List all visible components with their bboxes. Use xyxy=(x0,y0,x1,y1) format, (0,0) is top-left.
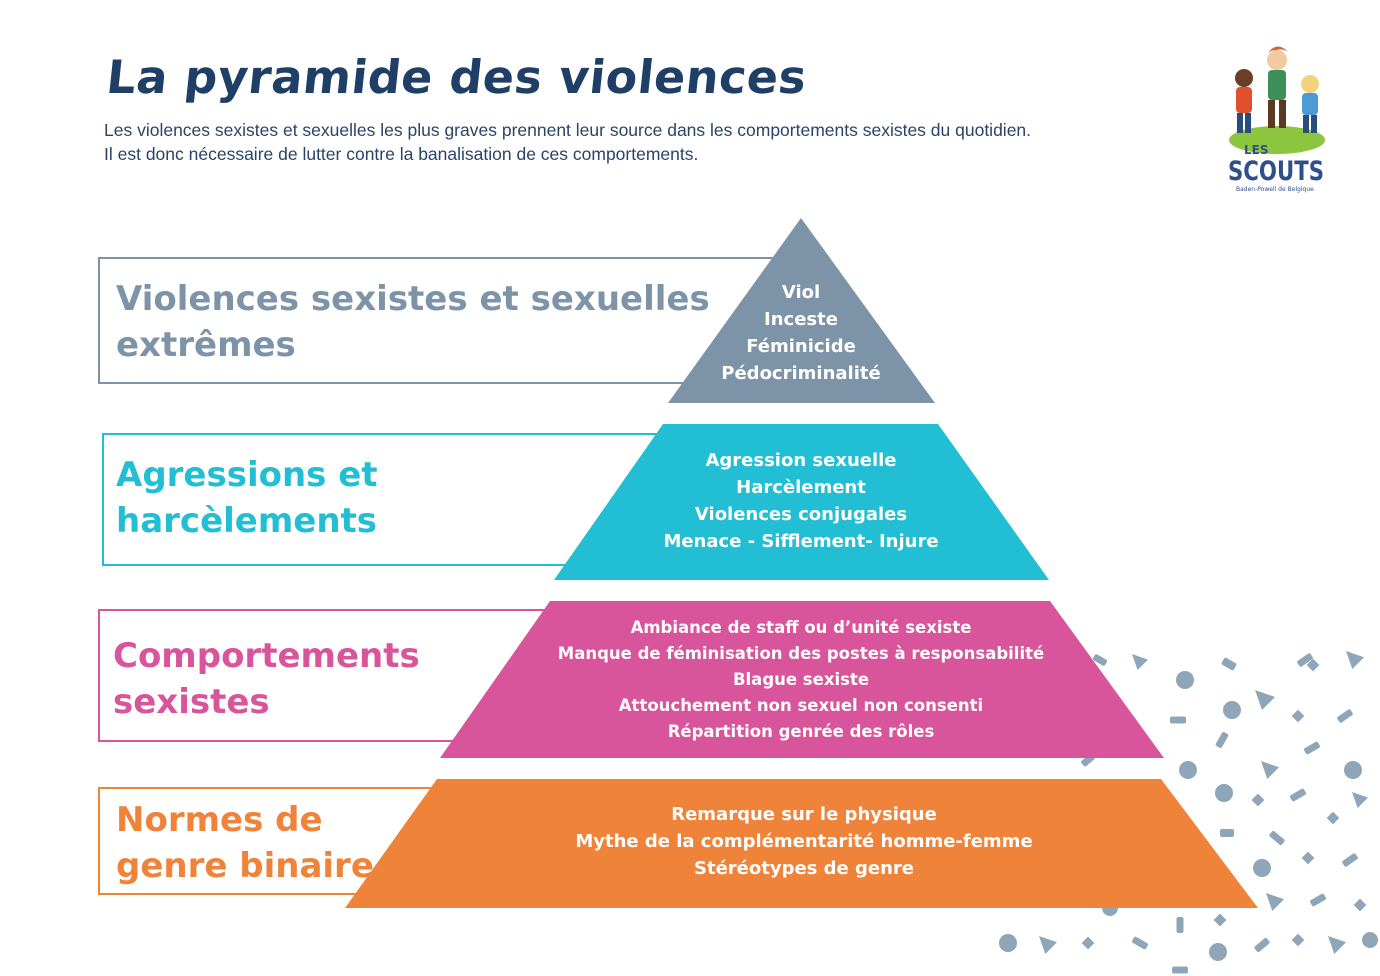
confetti-piece xyxy=(1352,792,1368,808)
pyramid-tier-comportements xyxy=(440,601,1164,758)
scouts-logo: LES SCOUTS Baden-Powell de Belgique xyxy=(1228,46,1325,193)
tier-items-agressions: Agression sexuelle Harcèlement Violences… xyxy=(611,447,991,555)
page-subtitle: Les violences sexistes et sexuelles les … xyxy=(104,118,1104,166)
tier-item: Harcèlement xyxy=(736,477,866,498)
tier-item: Manque de féminisation des postes à resp… xyxy=(557,644,1045,663)
tier-item: Ambiance de staff ou d’unité sexiste xyxy=(630,618,972,637)
confetti-piece xyxy=(1362,932,1378,948)
pyramid-tier-normes xyxy=(345,779,1258,908)
confetti-piece xyxy=(1215,732,1229,748)
pyramid-tier-agressions xyxy=(554,424,1049,580)
level-label-line: Agressions et xyxy=(116,455,378,495)
confetti-piece xyxy=(1269,830,1285,846)
confetti-piece xyxy=(1221,657,1237,671)
confetti-piece xyxy=(1253,859,1271,877)
confetti-piece xyxy=(1255,690,1275,710)
tier-item: Violences conjugales xyxy=(694,504,908,525)
tier-item: Blague sexiste xyxy=(732,670,870,689)
tier-item: Menace - Sifflement- Injure xyxy=(663,531,939,552)
confetti-piece xyxy=(1170,716,1186,724)
confetti-piece xyxy=(1337,709,1353,723)
confetti-piece xyxy=(1092,654,1108,666)
level-label-line: extrêmes xyxy=(116,325,296,365)
level-frame-extreme xyxy=(98,257,798,384)
tier-item: Répartition genrée des rôles xyxy=(667,722,935,741)
level-label-line: sexistes xyxy=(113,682,270,722)
confetti-piece xyxy=(1344,761,1362,779)
tier-items-extreme: Viol Inceste Féminicide Pédocriminalité xyxy=(691,279,911,387)
confetti-piece xyxy=(1209,943,1227,961)
confetti-piece xyxy=(1290,788,1306,802)
logo-scouts: SCOUTS xyxy=(1228,156,1324,187)
level-label-line: harcèlements xyxy=(116,501,378,541)
confetti-piece xyxy=(1342,853,1358,867)
pyramid-tier-extreme xyxy=(668,218,935,403)
level-label-comportements: Comportements sexistes xyxy=(113,633,420,725)
confetti-piece xyxy=(1261,761,1279,779)
confetti-piece xyxy=(1132,936,1148,950)
confetti-piece xyxy=(1172,966,1188,974)
level-label-line: Comportements xyxy=(113,636,420,676)
confetti-piece xyxy=(1176,671,1194,689)
level-label-agressions: Agressions et harcèlements xyxy=(116,452,378,544)
level-label-line: Violences sexistes et sexuelles xyxy=(116,279,710,319)
tier-item: Attouchement non sexuel non consenti xyxy=(618,696,984,715)
tier-items-normes: Remarque sur le physique Mythe de la com… xyxy=(531,801,1077,882)
tier-item: Remarque sur le physique xyxy=(671,804,937,825)
subtitle-line: Les violences sexistes et sexuelles les … xyxy=(104,120,1032,140)
confetti-piece xyxy=(1346,651,1364,669)
confetti-piece xyxy=(1254,937,1270,953)
confetti-piece xyxy=(1215,784,1233,802)
level-label-normes: Normes de genre binaire xyxy=(116,797,374,889)
confetti-piece xyxy=(1039,936,1057,954)
logo-tagline: Baden-Powell de Belgique xyxy=(1236,186,1314,193)
tier-item: Féminicide xyxy=(746,336,856,357)
tier-item: Mythe de la complémentarité homme-femme xyxy=(575,831,1033,852)
level-label-line: genre binaire xyxy=(116,846,374,886)
level-label-extreme: Violences sexistes et sexuelles extrêmes xyxy=(116,276,710,368)
confetti-piece xyxy=(1223,701,1241,719)
confetti-piece xyxy=(1328,936,1346,954)
confetti-piece xyxy=(1310,893,1326,907)
tier-item: Agression sexuelle xyxy=(705,450,897,471)
confetti-piece xyxy=(1266,893,1284,911)
confetti-piece xyxy=(1132,654,1148,670)
logo-les: LES xyxy=(1244,143,1269,157)
confetti-piece xyxy=(1220,829,1234,837)
confetti-piece xyxy=(1179,761,1197,779)
level-label-line: Normes de xyxy=(116,800,323,840)
confetti-piece xyxy=(1176,917,1184,933)
confetti-piece xyxy=(999,934,1017,952)
confetti-piece xyxy=(1304,741,1320,755)
tier-item: Pédocriminalité xyxy=(721,363,881,384)
tier-item: Inceste xyxy=(764,309,838,330)
confetti-piece xyxy=(1297,653,1313,667)
tier-item: Viol xyxy=(781,282,821,303)
tier-items-comportements: Ambiance de staff ou d’unité sexiste Man… xyxy=(521,615,1081,745)
subtitle-line: Il est donc nécessaire de lutter contre … xyxy=(104,144,699,164)
tier-item: Stéréotypes de genre xyxy=(694,858,914,879)
